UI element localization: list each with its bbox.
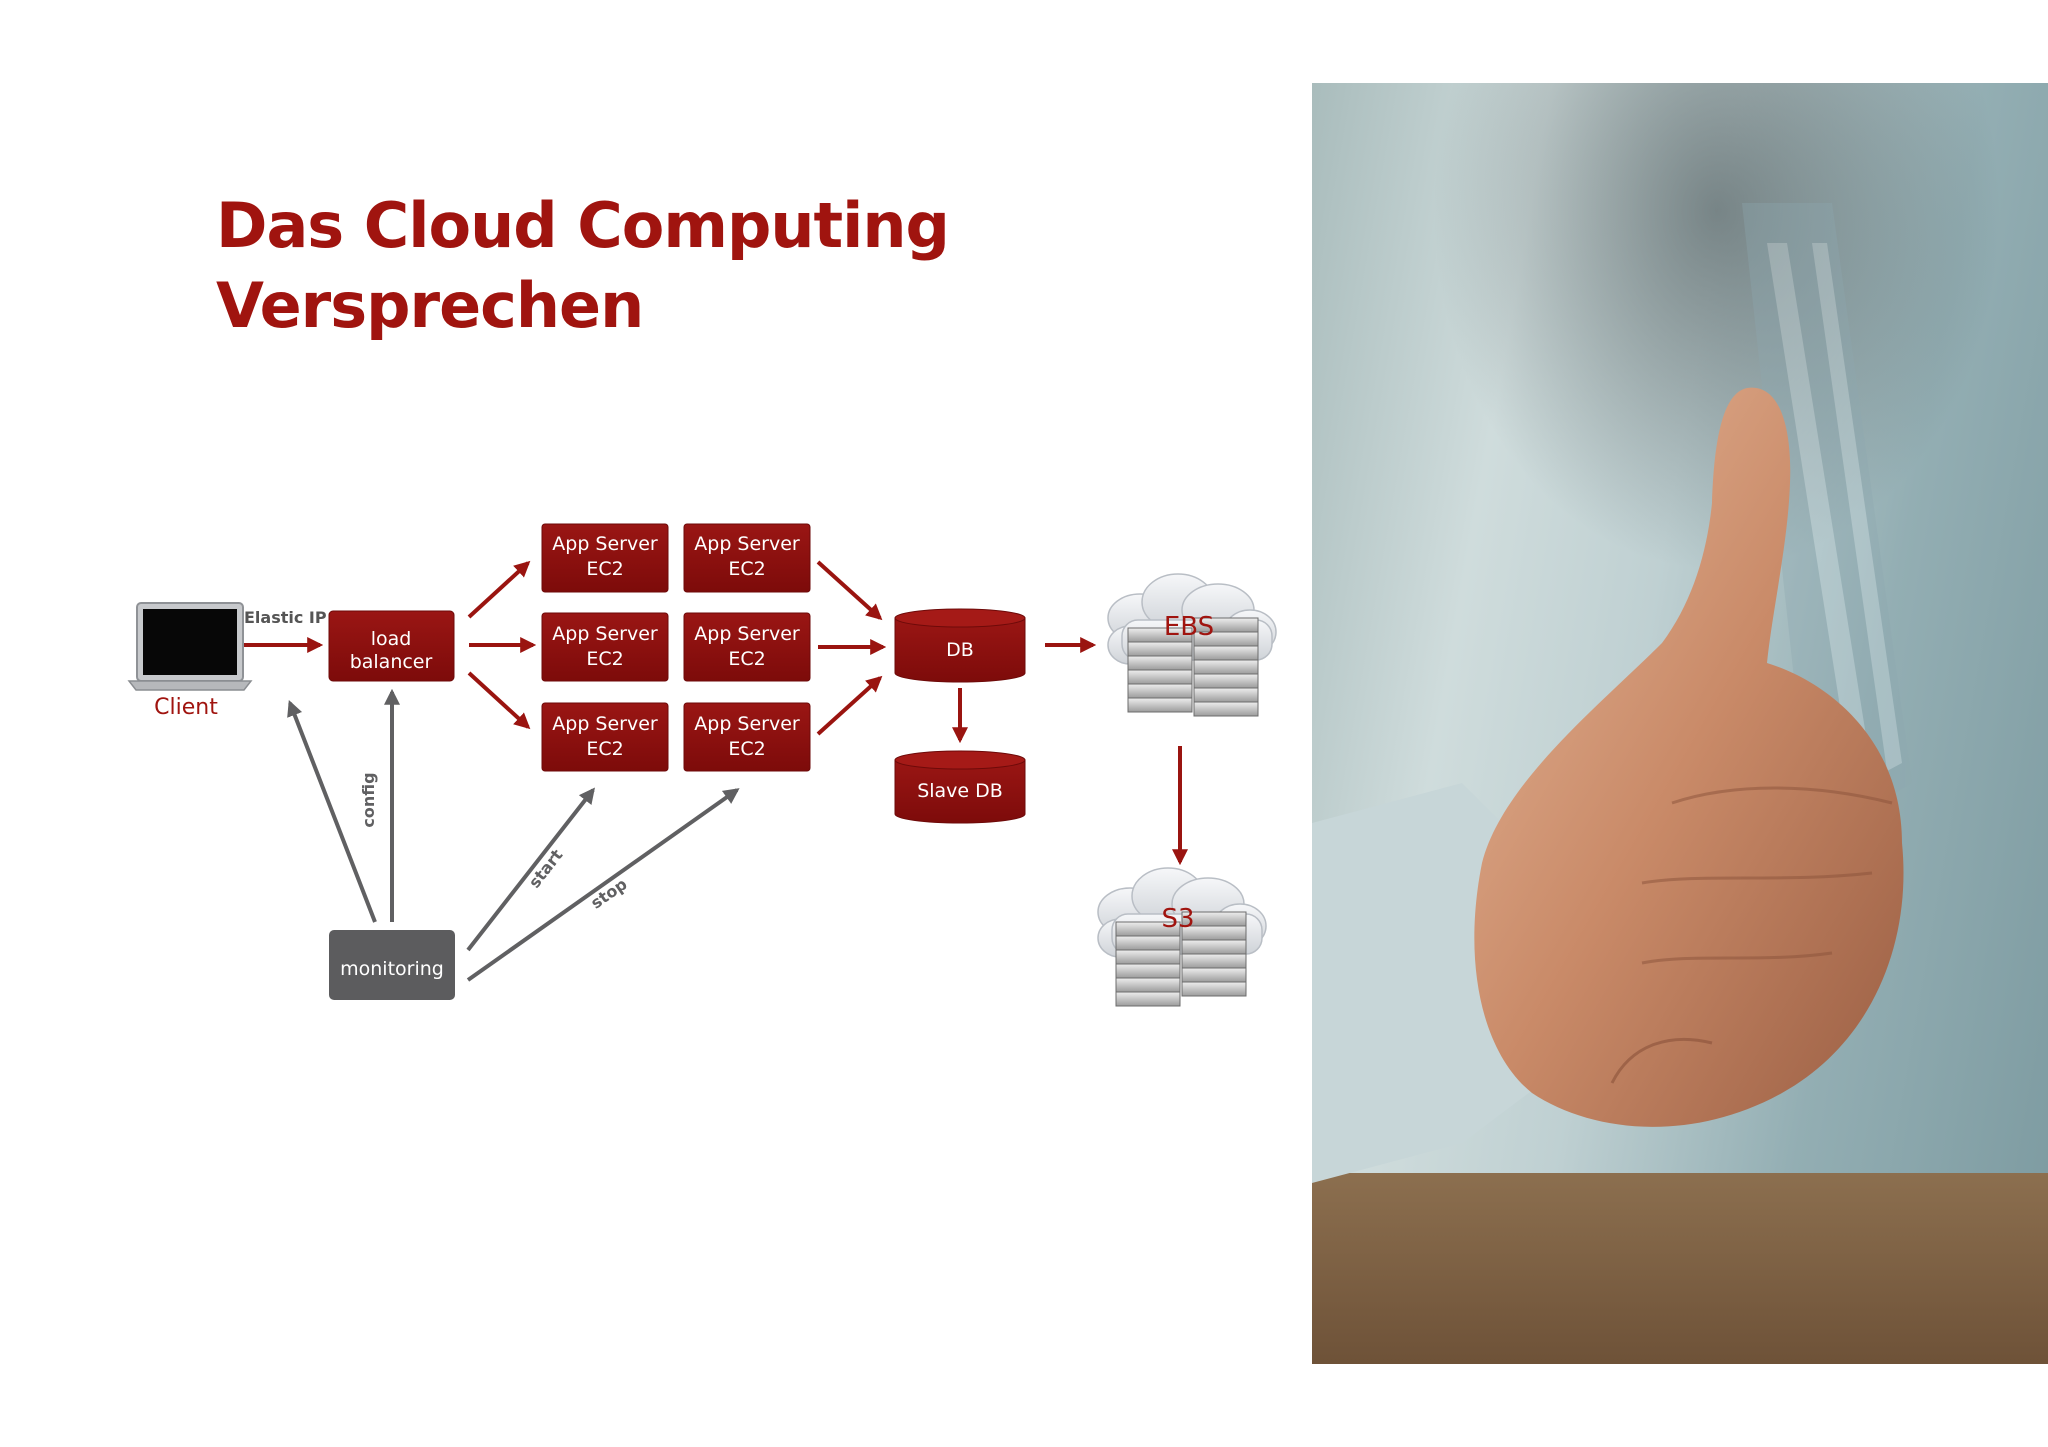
app-server-box: App Server EC2 [542, 613, 668, 681]
app-top-to-db-arrow [818, 562, 880, 618]
monitoring-label: monitoring [340, 958, 444, 980]
app-server-box: App Server EC2 [542, 703, 668, 771]
config-label: config [359, 772, 378, 827]
app-server-sublabel: EC2 [728, 738, 765, 760]
db-cylinder: DB [895, 609, 1025, 682]
app-bottom-to-db-arrow [818, 678, 880, 734]
app-server-sublabel: EC2 [586, 558, 623, 580]
db-label: DB [946, 639, 974, 661]
app-server-sublabel: EC2 [728, 558, 765, 580]
client-label: Client [154, 695, 218, 720]
ebs-cloud-icon: EBS [1108, 574, 1276, 716]
s3-cloud-icon: S3 [1098, 868, 1266, 1006]
app-server-box: App Server EC2 [684, 703, 810, 771]
app-server-box: App Server EC2 [542, 524, 668, 592]
ebs-label: EBS [1164, 612, 1214, 642]
load-balancer-box: load balancer [329, 611, 454, 681]
slave-db-cylinder: Slave DB [895, 751, 1025, 823]
elastic-ip-label: Elastic IP [244, 608, 327, 627]
architecture-diagram: Client Elastic IP load balancer App Serv… [0, 0, 1312, 1447]
app-server-label: App Server [694, 623, 800, 645]
app-server-sublabel: EC2 [586, 738, 623, 760]
lb-to-app-bottom-arrow [469, 673, 528, 727]
app-server-label: App Server [694, 713, 800, 735]
app-server-label: App Server [552, 533, 658, 555]
app-server-label: App Server [694, 533, 800, 555]
thumbs-up-photo [1312, 83, 2048, 1364]
app-server-box: App Server EC2 [684, 613, 810, 681]
load-balancer-line1: load [371, 628, 412, 650]
monitoring-stop-arrow [468, 790, 737, 980]
app-server-sublabel: EC2 [728, 648, 765, 670]
s3-label: S3 [1161, 904, 1194, 934]
laptop-icon [129, 603, 251, 690]
app-server-sublabel: EC2 [586, 648, 623, 670]
monitoring-box: monitoring [329, 930, 455, 1000]
slave-db-label: Slave DB [917, 780, 1003, 802]
load-balancer-line2: balancer [350, 651, 433, 673]
app-server-box: App Server EC2 [684, 524, 810, 592]
lb-to-app-top-arrow [469, 563, 528, 617]
app-server-label: App Server [552, 623, 658, 645]
app-server-label: App Server [552, 713, 658, 735]
monitoring-start-arrow [468, 790, 593, 950]
